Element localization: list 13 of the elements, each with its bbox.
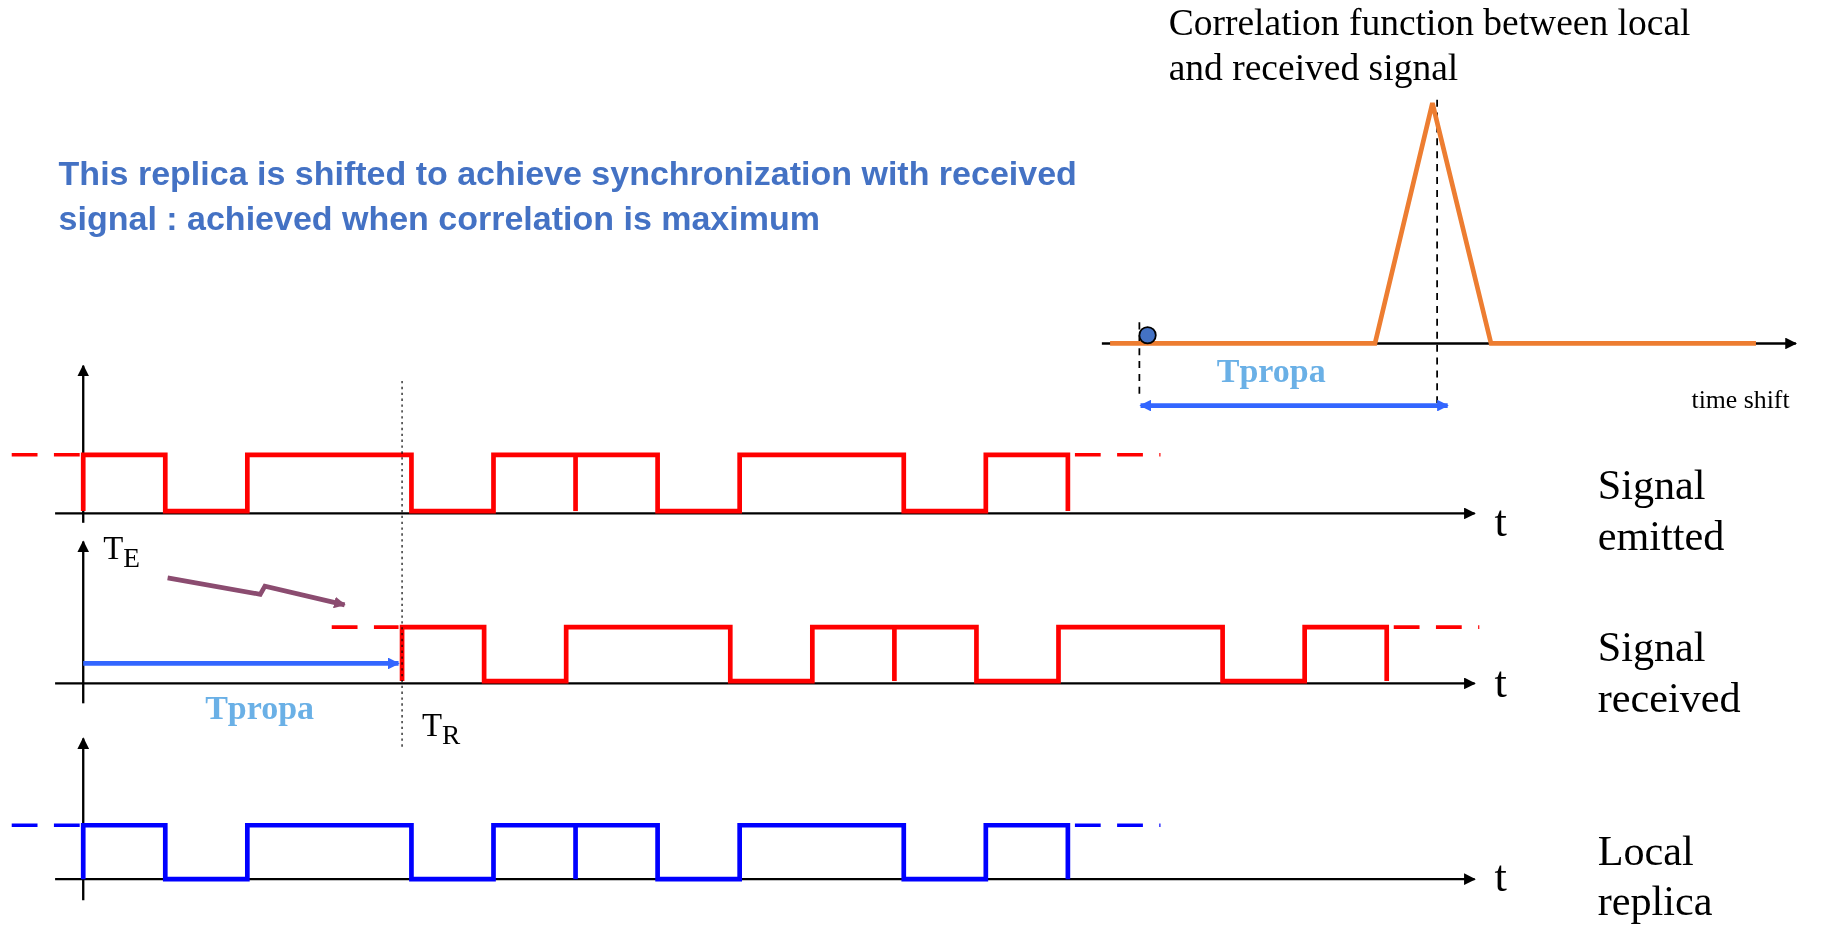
signal-label: Local replica — [1597, 826, 1714, 928]
axis-label: t — [1494, 494, 1507, 548]
axis-label: t — [1494, 850, 1507, 903]
time-label: T$_{R}$ — [422, 705, 461, 752]
axis-label: t — [1494, 656, 1507, 709]
signal-label: Signal emitted — [1597, 460, 1726, 562]
signal-label: Signal received — [1597, 622, 1742, 724]
dimension-label: Tpropa — [205, 687, 315, 728]
chart-title: Correlation function between local and received signal — [1168, 0, 1692, 90]
time-label: T$_{E}$ — [103, 528, 140, 575]
axis-label: time shift — [1691, 384, 1790, 416]
dimension-label: Tpropa — [1216, 350, 1326, 392]
annotation-note: This replica is shifted to achieve synchronization with received signal : achieved when correlation is maximum — [58, 153, 1078, 239]
